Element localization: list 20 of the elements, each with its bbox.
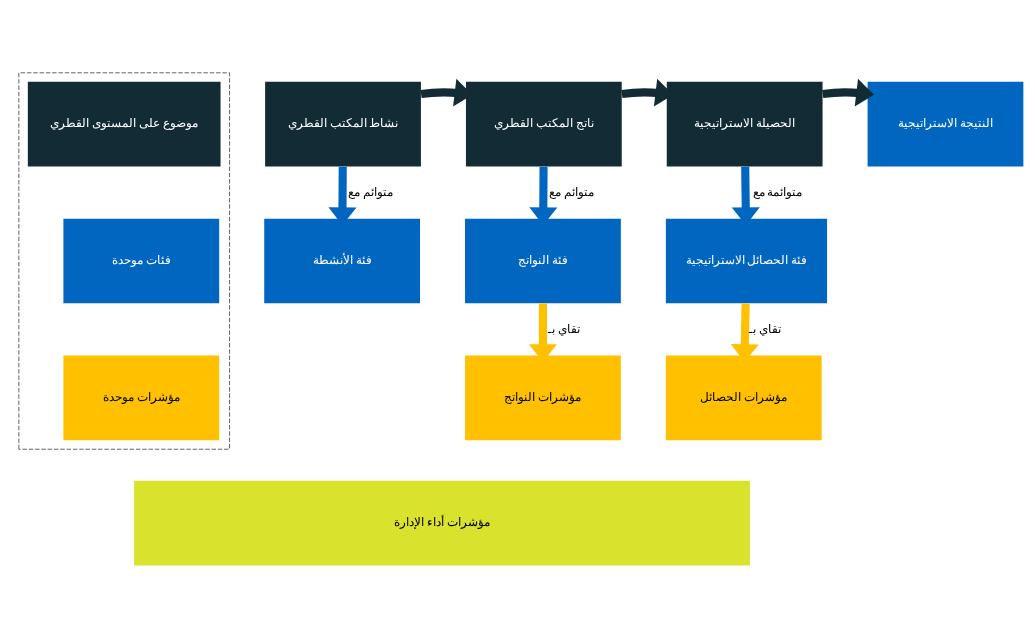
cluster [18,72,230,450]
node-box: موضوع على المستوى القطري [27,81,221,167]
node-box: فئة الأنشطة [264,218,420,304]
edge-label: متوائم مع [348,185,394,199]
node-box: الحصيلة الاستراتيجية [666,81,823,167]
edge-label: متوائمة مع [752,185,803,199]
node-box: مؤشرات موحدة [63,355,220,441]
node-box: مؤشرات النواتج [465,355,621,441]
edge-label: تقاي بـ [547,322,580,336]
edge-label: تقاي بـ [749,322,782,336]
node-box: فئات موحدة [63,218,220,304]
node-box: ناتج المكتب القطري [465,81,622,167]
node-box: مؤشرات الحصائل [665,355,822,441]
node-box: نشاط المكتب القطري [265,81,421,167]
node-box: فئة النواتج [465,218,621,304]
node-box: مؤشرات أداء الإدارة [134,480,751,566]
node-box: فئة الحصائل الاستراتيجية [665,218,828,304]
arrow [822,78,875,107]
edge-label: متوائم مع [549,185,595,199]
node-box: النتيجة الاستراتيجية [867,81,1024,167]
